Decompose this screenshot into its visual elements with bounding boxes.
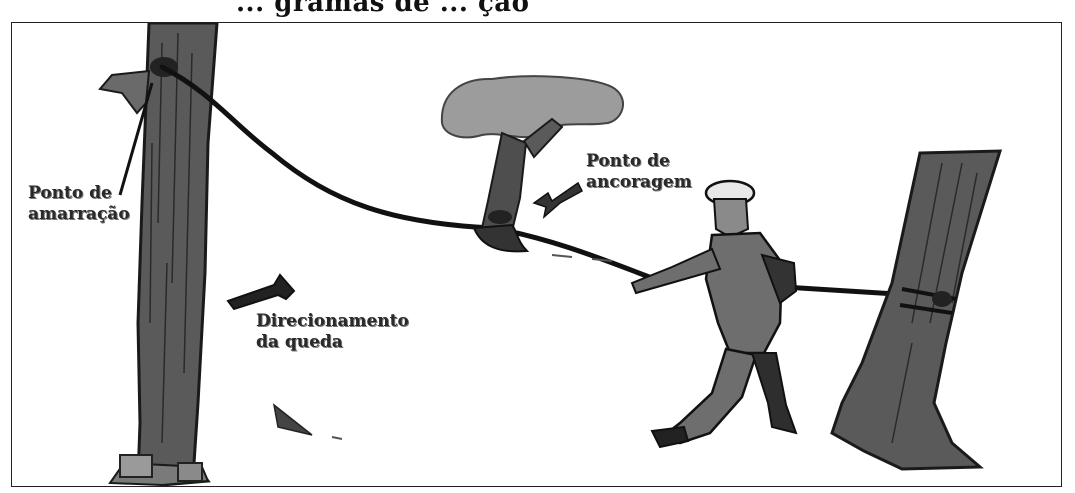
anchor-knot: [488, 210, 512, 224]
anchor-point-label-line2: ancoragem: [586, 172, 692, 193]
tie-point-label-line1: Ponto de: [28, 183, 130, 204]
left-tree-branch-stub: [100, 71, 149, 113]
header-strip: ... gramas de ... ção: [0, 0, 1075, 22]
left-tree-stone-2: [178, 463, 202, 481]
worker-boot-front: [652, 427, 688, 447]
fall-direction-label: Direcionamento da queda: [256, 311, 409, 353]
anchor-tree-base: [474, 225, 527, 251]
illustration-frame: Ponto de amarração Ponto de ancoragem Di…: [11, 22, 1062, 487]
worker: [632, 181, 796, 447]
felling-scene: [12, 23, 1062, 487]
tie-point-label: Ponto de amarração: [28, 183, 130, 225]
worker-torso: [706, 233, 782, 353]
worker-leg-back: [752, 353, 796, 433]
anchor-arrow-icon: [534, 183, 582, 217]
fall-direction-label-line2: da queda: [256, 332, 409, 353]
tie-point-label-line2: amarração: [28, 204, 130, 225]
right-tree: [832, 151, 1000, 469]
worker-head: [714, 199, 748, 237]
right-tree-trunk: [832, 151, 1000, 469]
fall-direction-label-line1: Direcionamento: [256, 311, 409, 332]
anchor-tree-foliage: [442, 76, 623, 137]
anchor-point-label: Ponto de ancoragem: [586, 151, 692, 193]
figure-header-text: ... gramas de ... ção: [236, 0, 529, 18]
ground-wedge: [274, 405, 312, 435]
fall-direction-arrow-icon: [228, 275, 294, 309]
right-tree-knot: [932, 291, 952, 307]
left-tree-stone: [120, 455, 152, 477]
anchor-point-label-line1: Ponto de: [586, 151, 692, 172]
